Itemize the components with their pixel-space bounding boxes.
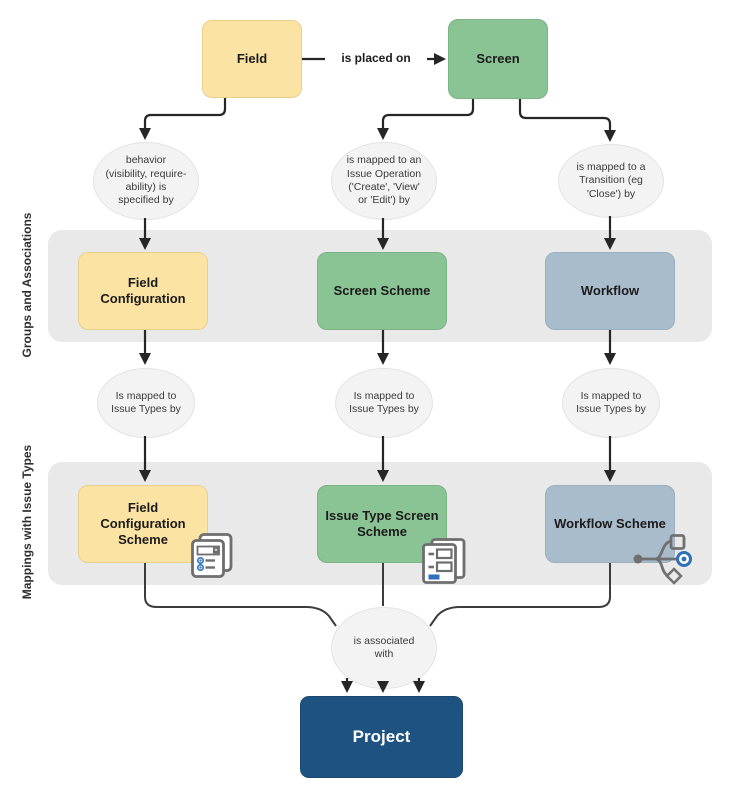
ellipse-behavior-specified-by: behavior (visibility, require- ability) …: [93, 142, 199, 220]
arrow-screen-to-transition: [518, 99, 616, 142]
arrow-screen-to-issue-operation: [377, 99, 475, 140]
node-project: Project: [300, 696, 463, 778]
ellipse-is-associated-with: is associated with: [331, 607, 437, 689]
node-issue-type-screen-scheme-label: Issue Type Screen Scheme: [325, 507, 439, 539]
node-field: Field: [202, 20, 302, 98]
node-field-configuration-scheme: Field Configuration Scheme: [78, 485, 208, 563]
line-workflow-scheme-to-associated: [429, 563, 611, 627]
ellipse-mapped-to-issue-operation: is mapped to an Issue Operation ('Create…: [331, 142, 437, 220]
node-workflow-label: Workflow: [580, 282, 640, 298]
node-workflow-scheme: Workflow Scheme: [545, 485, 675, 563]
screen-stack-icon: [422, 538, 466, 584]
node-screen-scheme: Screen Scheme: [317, 252, 447, 330]
node-screen-label: Screen: [476, 50, 520, 66]
ellipse-mapped-to-issue-types-screen: Is mapped to Issue Types by: [335, 368, 433, 438]
node-field-configuration-scheme-label: Field Configuration Scheme: [100, 499, 186, 548]
workflow-branch-icon: [633, 534, 692, 585]
arrow-field-to-behavior: [139, 98, 227, 140]
node-field-label: Field: [236, 50, 268, 66]
node-workflow-scheme-label: Workflow Scheme: [554, 515, 666, 531]
node-workflow: Workflow: [545, 252, 675, 330]
form-options-icon: [191, 533, 233, 578]
edge-label-is-placed-on: is placed on: [325, 50, 427, 66]
ellipse-mapped-to-issue-types-workflow: Is mapped to Issue Types by: [562, 368, 660, 438]
node-field-configuration-label: Field Configuration: [100, 274, 186, 306]
ellipse-mapped-to-issue-types-field: Is mapped to Issue Types by: [97, 368, 195, 438]
node-screen-scheme-label: Screen Scheme: [333, 282, 431, 298]
node-project-label: Project: [352, 727, 411, 747]
line-field-configuration-scheme-to-associated: [144, 563, 337, 627]
node-field-configuration: Field Configuration: [78, 252, 208, 330]
node-screen: Screen: [448, 19, 548, 99]
ellipse-mapped-to-transition: is mapped to a Transition (eg 'Close') b…: [558, 144, 664, 218]
